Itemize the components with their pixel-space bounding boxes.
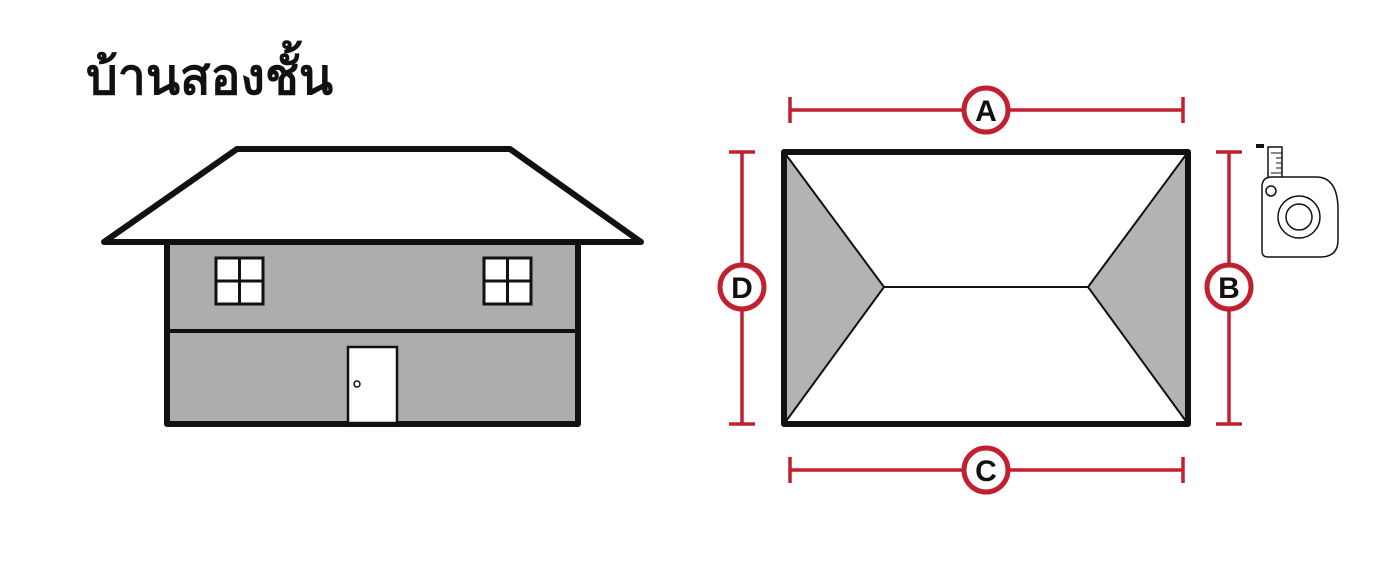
window-left	[214, 256, 265, 306]
hip-roof-plan-icon	[781, 148, 1191, 428]
tape-measure-icon	[1256, 144, 1339, 258]
door-knob	[353, 380, 361, 388]
badge-b: B	[1204, 262, 1254, 312]
page-title: บ้านสองชั้น	[86, 48, 334, 106]
badge-d-label: D	[731, 272, 753, 305]
badge-c: C	[961, 445, 1011, 495]
roof-outline	[781, 149, 1191, 427]
house-roof	[101, 146, 644, 245]
badge-a-label: A	[975, 95, 997, 128]
window-right	[482, 256, 533, 306]
badge-b-label: B	[1218, 272, 1240, 305]
tape-button	[1265, 185, 1277, 197]
house-door	[346, 345, 399, 425]
tape-reel-inner	[1285, 203, 1313, 231]
two-story-house-icon	[101, 146, 644, 427]
badge-d: D	[717, 262, 767, 312]
badge-c-label: C	[975, 455, 997, 488]
badge-a: A	[961, 85, 1011, 135]
